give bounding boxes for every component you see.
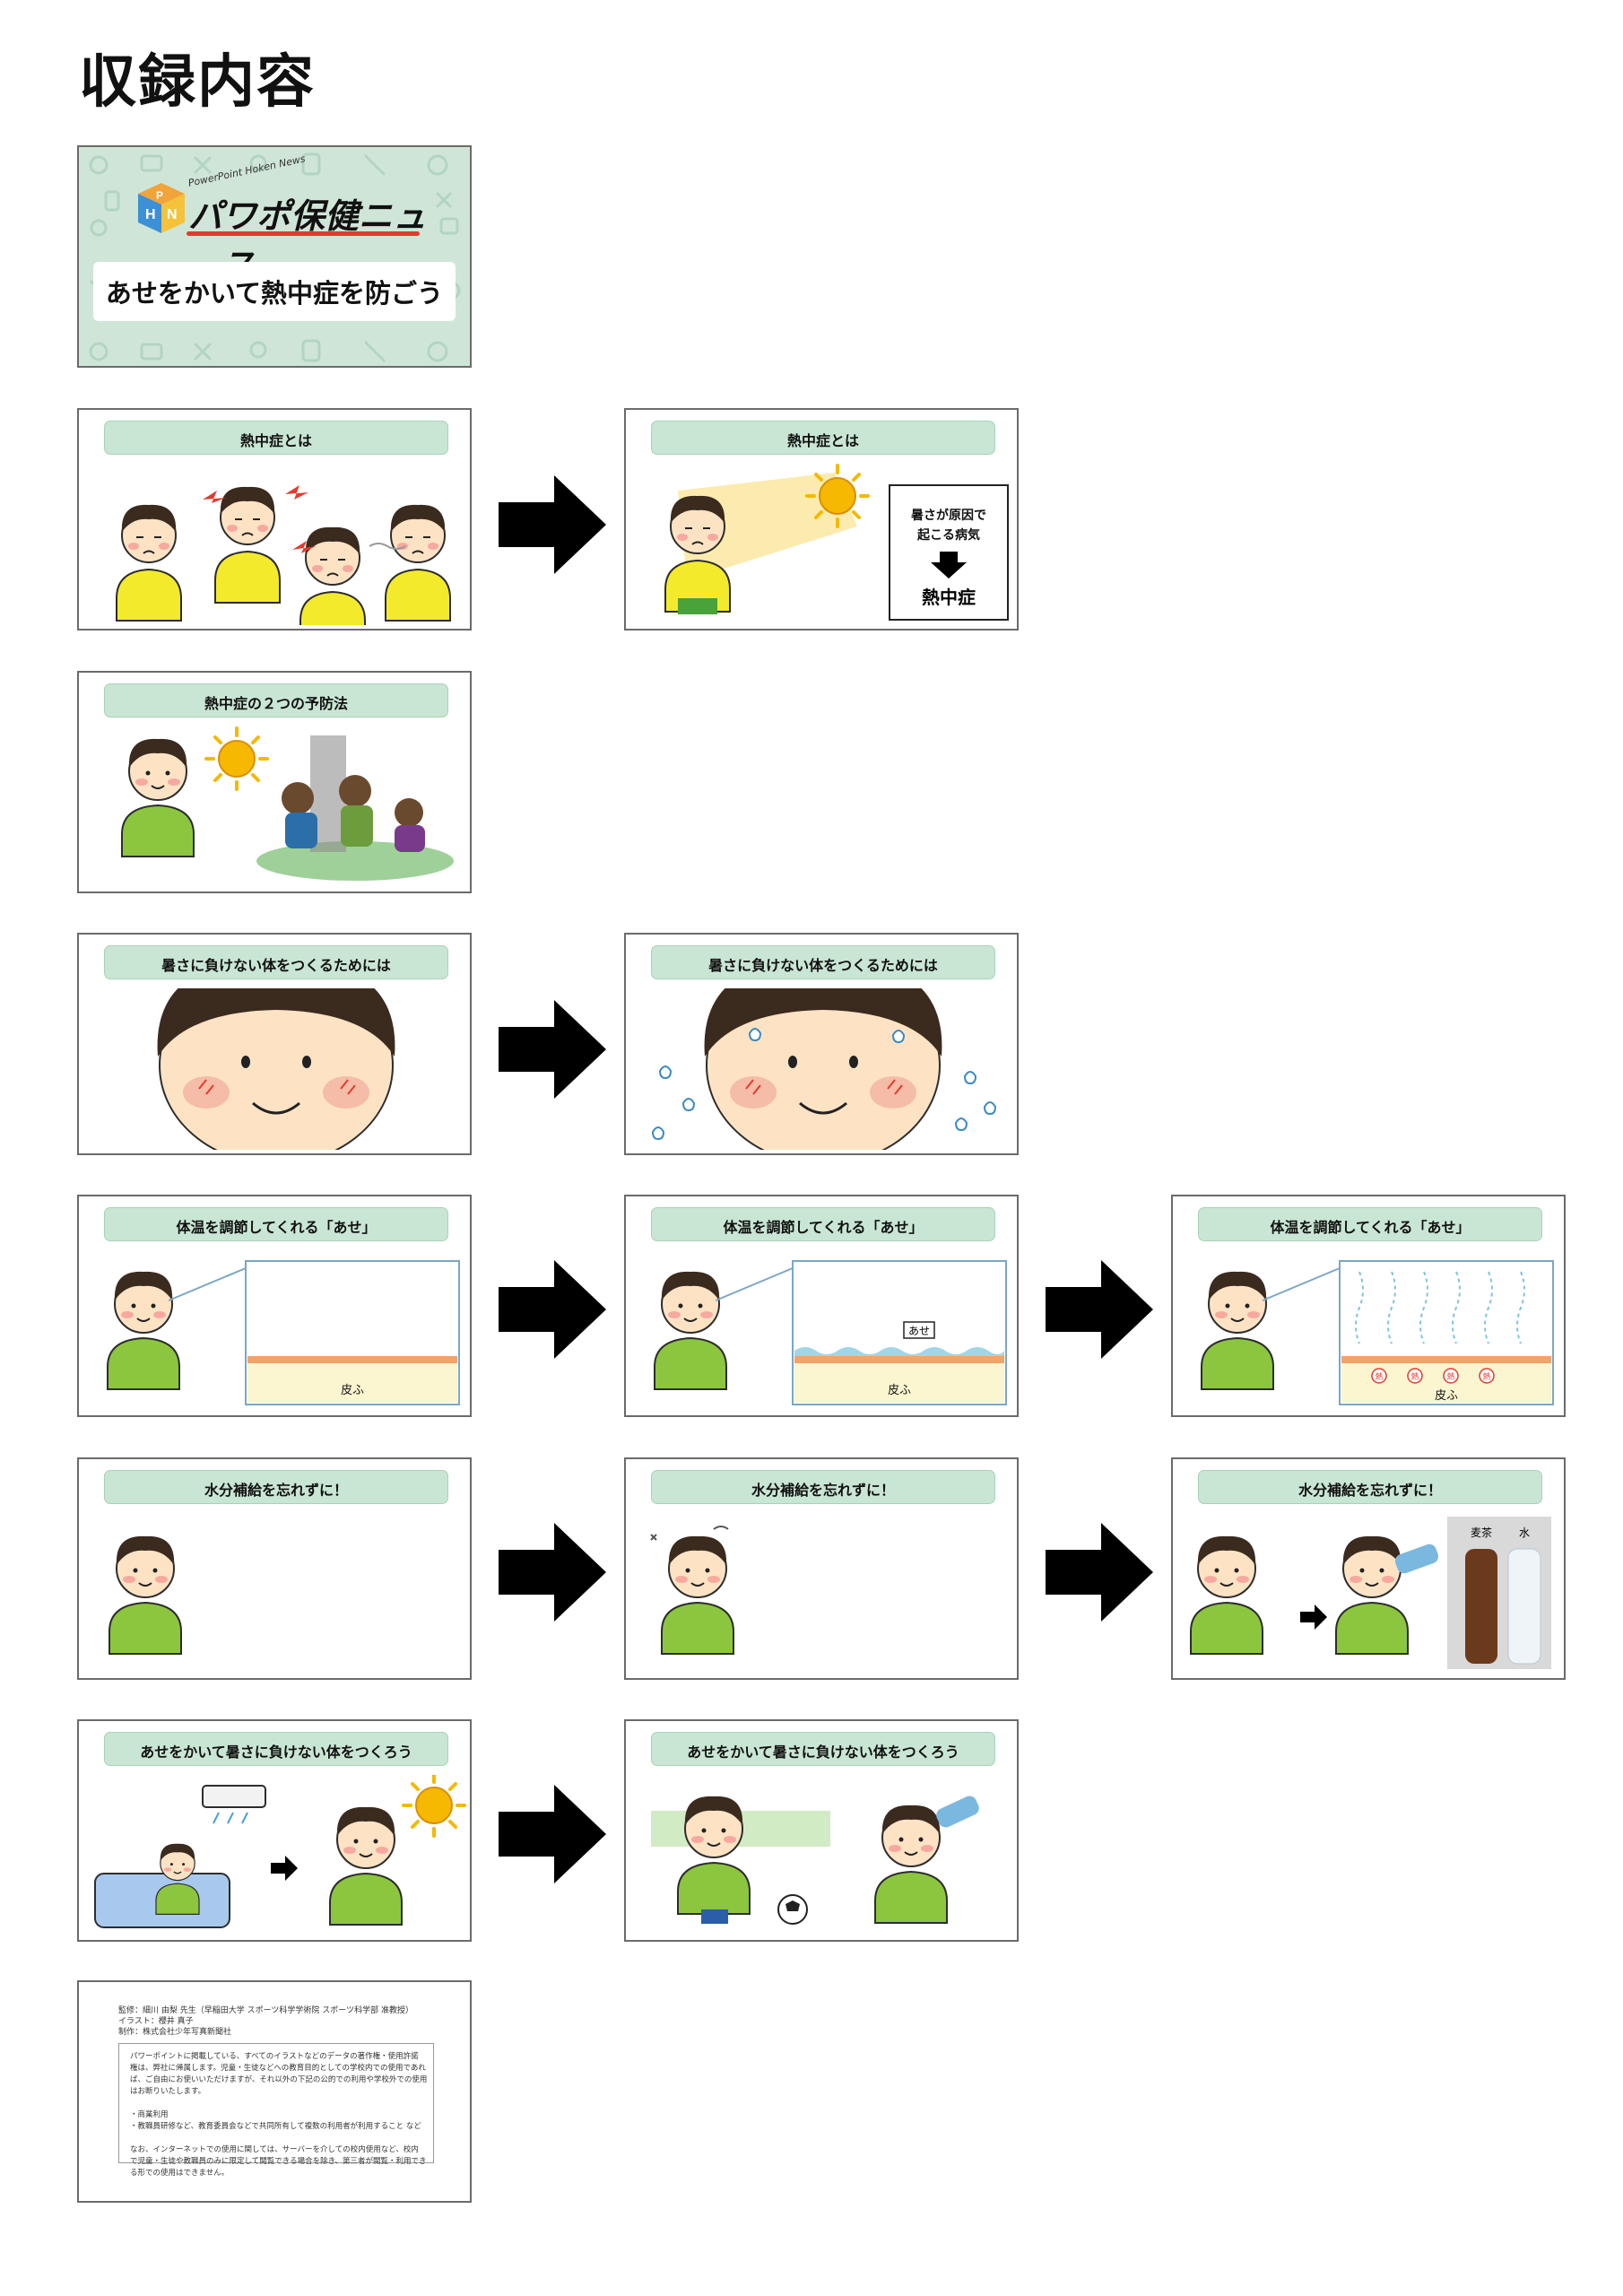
svg-text:N: N bbox=[167, 207, 178, 222]
slide-sweat-regulates-1[interactable]: 体温を調節してくれる「あせ」 皮ふ bbox=[77, 1195, 472, 1417]
small-arrow-icon bbox=[271, 1856, 298, 1881]
indoor-vs-outdoor-illustration bbox=[94, 1775, 466, 1928]
smiling-boy-face-illustration bbox=[113, 988, 439, 1150]
brand-underline bbox=[187, 231, 420, 236]
slide-heatstroke-intro[interactable]: 熱中症とは bbox=[77, 408, 472, 631]
next-arrow-icon bbox=[499, 1785, 606, 1883]
svg-text:熱: 熱 bbox=[1446, 1371, 1454, 1382]
sweating-boy-illustration bbox=[108, 1535, 182, 1655]
drinking-boy-illustration: 麦茶 水 bbox=[1190, 1517, 1551, 1669]
slide-title: 暑さに負けない体をつくるためには bbox=[104, 945, 448, 979]
cover-title: あせをかいて熱中症を防ごう bbox=[93, 262, 456, 321]
prevention-illustration bbox=[121, 726, 454, 881]
slide-strong-body-sweat-1[interactable]: あせをかいて暑さに負けない体をつくろう bbox=[77, 1719, 472, 1942]
next-arrow-icon bbox=[1046, 1523, 1153, 1622]
hpn-cube-logo-icon: H N P bbox=[138, 183, 185, 233]
credit-illustrator: イラスト：櫻井 真子 bbox=[118, 2017, 194, 2026]
svg-text:熱: 熱 bbox=[1375, 1371, 1383, 1382]
slide-title: あせをかいて暑さに負けない体をつくろう bbox=[104, 1732, 448, 1766]
slide-strong-body-sweat-2[interactable]: あせをかいて暑さに負けない体をつくろう bbox=[624, 1719, 1019, 1942]
slide-title: 熱中症とは bbox=[651, 421, 995, 455]
slide-hydration-1[interactable]: 水分補給を忘れずに！ bbox=[77, 1457, 472, 1680]
dizzy-boy-illustration bbox=[650, 1526, 734, 1655]
svg-text:熱: 熱 bbox=[1410, 1371, 1419, 1382]
slide-build-strong-body-2[interactable]: 暑さに負けない体をつくるためには bbox=[624, 933, 1019, 1155]
next-arrow-icon bbox=[499, 475, 606, 574]
sweat-on-skin-illustration: あせ 皮ふ bbox=[654, 1260, 1007, 1405]
slide-sweat-regulates-3[interactable]: 体温を調節してくれる「あせ」 熱 熱 熱 熱 皮ふ bbox=[1171, 1195, 1566, 1417]
sweating-boy-face-illustration bbox=[651, 988, 997, 1150]
sweat-evaporating-illustration: 熱 熱 熱 熱 皮ふ bbox=[1201, 1260, 1554, 1405]
svg-text:熱: 熱 bbox=[1482, 1371, 1490, 1382]
slide-build-strong-body-1[interactable]: 暑さに負けない体をつくるためには bbox=[77, 933, 472, 1155]
skin-label: 皮ふ bbox=[1435, 1389, 1458, 1403]
info-result: 熱中症 bbox=[922, 587, 976, 608]
slide-title: 体温を調節してくれる「あせ」 bbox=[1198, 1207, 1542, 1241]
down-arrow-icon bbox=[931, 552, 967, 578]
slide-sweat-regulates-2[interactable]: 体温を調節してくれる「あせ」 あせ 皮ふ bbox=[624, 1195, 1019, 1417]
cover-slide[interactable]: H N P PowerPoint Hoken News パワポ保健ニュース あせ… bbox=[77, 145, 472, 368]
slide-title: 水分補給を忘れずに！ bbox=[1198, 1470, 1542, 1504]
skin-label: 皮ふ bbox=[888, 1384, 911, 1397]
exercise-and-drink-illustration bbox=[651, 1795, 979, 1925]
next-arrow-icon bbox=[1046, 1260, 1153, 1359]
slide-title: 水分補給を忘れずに！ bbox=[651, 1470, 995, 1504]
heat-markers: 熱 熱 熱 熱 bbox=[1371, 1368, 1495, 1384]
next-arrow-icon bbox=[499, 1260, 606, 1359]
slide-title: 暑さに負けない体をつくるためには bbox=[651, 945, 995, 979]
credit-producer: 制作：株式会社少年写真新聞社 bbox=[118, 2028, 232, 2037]
info-line-1: 暑さが原因で bbox=[911, 508, 986, 523]
skin-diagram-illustration: 皮ふ bbox=[107, 1260, 460, 1405]
brand-logo: H N P PowerPoint Hoken News パワポ保健ニュース bbox=[135, 152, 430, 285]
credit-supervisor: 監修：細川 由梨 先生（早稲田大学 スポーツ科学学術院 スポーツ科学部 准教授） bbox=[118, 2006, 413, 2015]
copyright-notice: パワーポイントに掲載している、すべてのイラストなどのデータの著作権・使用許諾 権… bbox=[118, 2043, 434, 2178]
slide-two-prevention-methods[interactable]: 熱中症の２つの予防法 bbox=[77, 671, 472, 893]
slide-title: 体温を調節してくれる「あせ」 bbox=[104, 1207, 448, 1241]
skin-label: 皮ふ bbox=[341, 1384, 364, 1397]
next-arrow-icon bbox=[499, 1523, 606, 1622]
bottle-label-barley-tea: 麦茶 bbox=[1471, 1526, 1492, 1539]
slide-hydration-3[interactable]: 水分補給を忘れずに！ 麦茶 水 bbox=[1171, 1457, 1566, 1680]
bottle-label-water: 水 bbox=[1519, 1526, 1530, 1539]
slide-title: あせをかいて暑さに負けない体をつくろう bbox=[651, 1732, 995, 1766]
svg-text:P: P bbox=[156, 189, 163, 202]
small-arrow-icon bbox=[1300, 1605, 1327, 1630]
slide-title: 熱中症とは bbox=[104, 421, 448, 455]
info-line-2: 起こる病気 bbox=[916, 527, 980, 543]
sweat-label: あせ bbox=[908, 1325, 930, 1337]
slide-title: 熱中症の２つの予防法 bbox=[104, 683, 448, 718]
slide-title: 体温を調節してくれる「あせ」 bbox=[651, 1207, 995, 1241]
heatstroke-symptoms-illustration bbox=[116, 485, 451, 625]
slide-hydration-2[interactable]: 水分補給を忘れずに！ bbox=[624, 1457, 1019, 1680]
slide-heatstroke-definition[interactable]: 熱中症とは 暑さが原因で 起こる病気 熱中症 bbox=[624, 408, 1019, 631]
heatstroke-definition-illustration: 暑さが原因で 起こる病気 熱中症 bbox=[664, 464, 1009, 621]
next-arrow-icon bbox=[499, 1000, 606, 1099]
svg-text:H: H bbox=[145, 207, 156, 222]
slide-credits[interactable]: 監修：細川 由梨 先生（早稲田大学 スポーツ科学学術院 スポーツ科学部 准教授）… bbox=[77, 1980, 472, 2203]
air-conditioner-icon bbox=[202, 1785, 266, 1808]
page-title: 収録内容 bbox=[79, 49, 316, 116]
slide-title: 水分補給を忘れずに！ bbox=[104, 1470, 448, 1504]
